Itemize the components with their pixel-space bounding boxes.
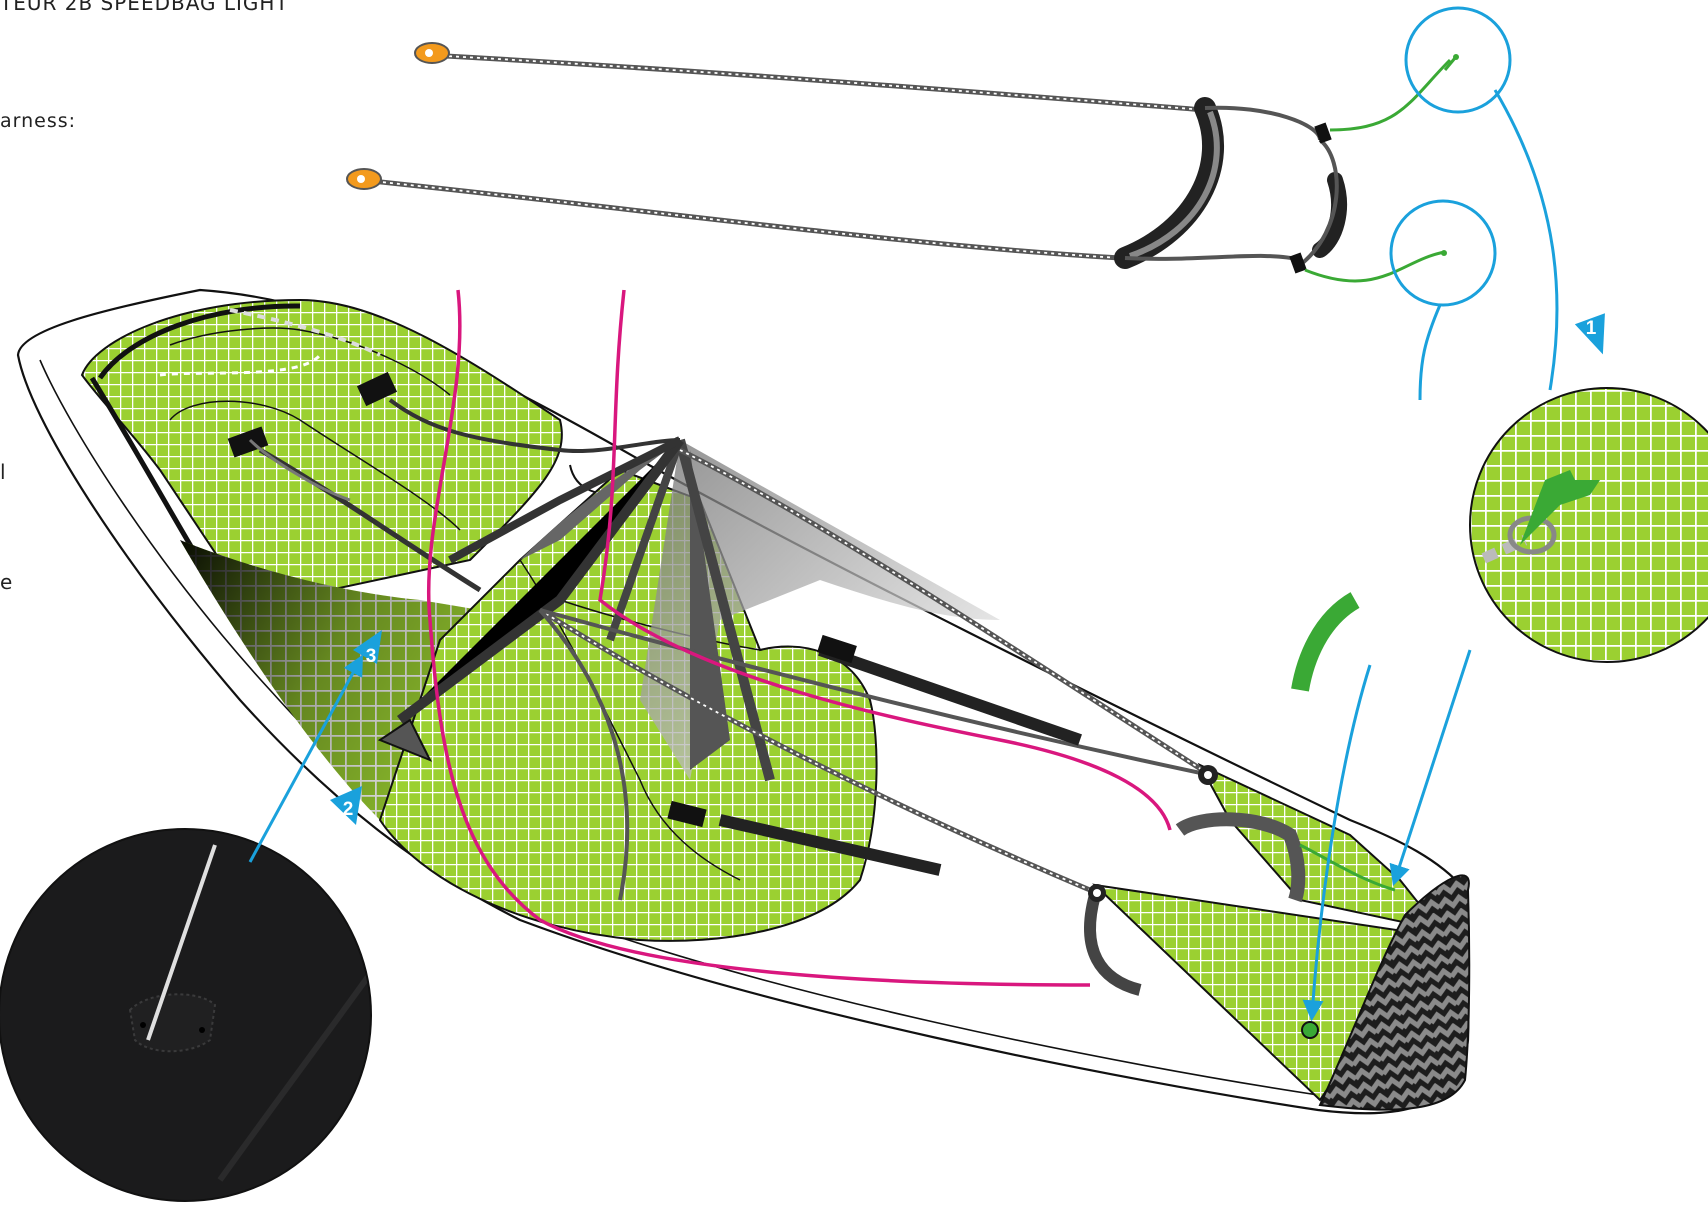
leg-strap-lower bbox=[718, 814, 942, 876]
shoulder-riser-panel bbox=[520, 440, 680, 560]
seat-back-mesh bbox=[80, 298, 563, 592]
title-fragment: TEUR 2B SPEEDBAG LIGHT bbox=[0, 0, 289, 15]
green-cord-outside bbox=[1291, 592, 1360, 692]
marker-3: 3 bbox=[353, 630, 382, 667]
harness-label-fragment: arness: bbox=[0, 110, 77, 132]
green-cord-upper bbox=[1329, 58, 1452, 132]
detail-circle-upper bbox=[1404, 6, 1512, 114]
pointer-to-rear-ring bbox=[1302, 664, 1372, 1022]
marker-2: 2 bbox=[330, 786, 362, 825]
marker-1: 1 bbox=[1574, 313, 1605, 355]
text-fragment-e: e bbox=[0, 570, 14, 594]
marker-2-label: 2 bbox=[343, 799, 354, 820]
text-fragment-l: l bbox=[0, 460, 7, 484]
harness-body bbox=[16, 288, 1471, 1115]
pointer-to-photo bbox=[248, 654, 364, 863]
green-cord-rear bbox=[1299, 843, 1396, 892]
leg-strap-upper bbox=[818, 644, 1082, 746]
carbon-protector bbox=[1318, 874, 1471, 1111]
speedbar-line-upper bbox=[427, 52, 1206, 113]
photo-inset-circle bbox=[0, 828, 372, 1202]
pointer-to-carbon bbox=[1389, 649, 1472, 886]
speedbar-assembly bbox=[346, 42, 1452, 283]
marker-3-label: 3 bbox=[366, 646, 377, 667]
pointer-lines bbox=[248, 89, 1559, 1022]
green-cord-lower bbox=[1304, 250, 1446, 283]
reserve-line-right bbox=[598, 289, 1172, 831]
detail-circle-lower bbox=[1389, 199, 1497, 307]
marker-1-label: 1 bbox=[1586, 318, 1597, 339]
zoom-detail-circle bbox=[1469, 387, 1708, 663]
reserve-line-left bbox=[426, 289, 1091, 987]
